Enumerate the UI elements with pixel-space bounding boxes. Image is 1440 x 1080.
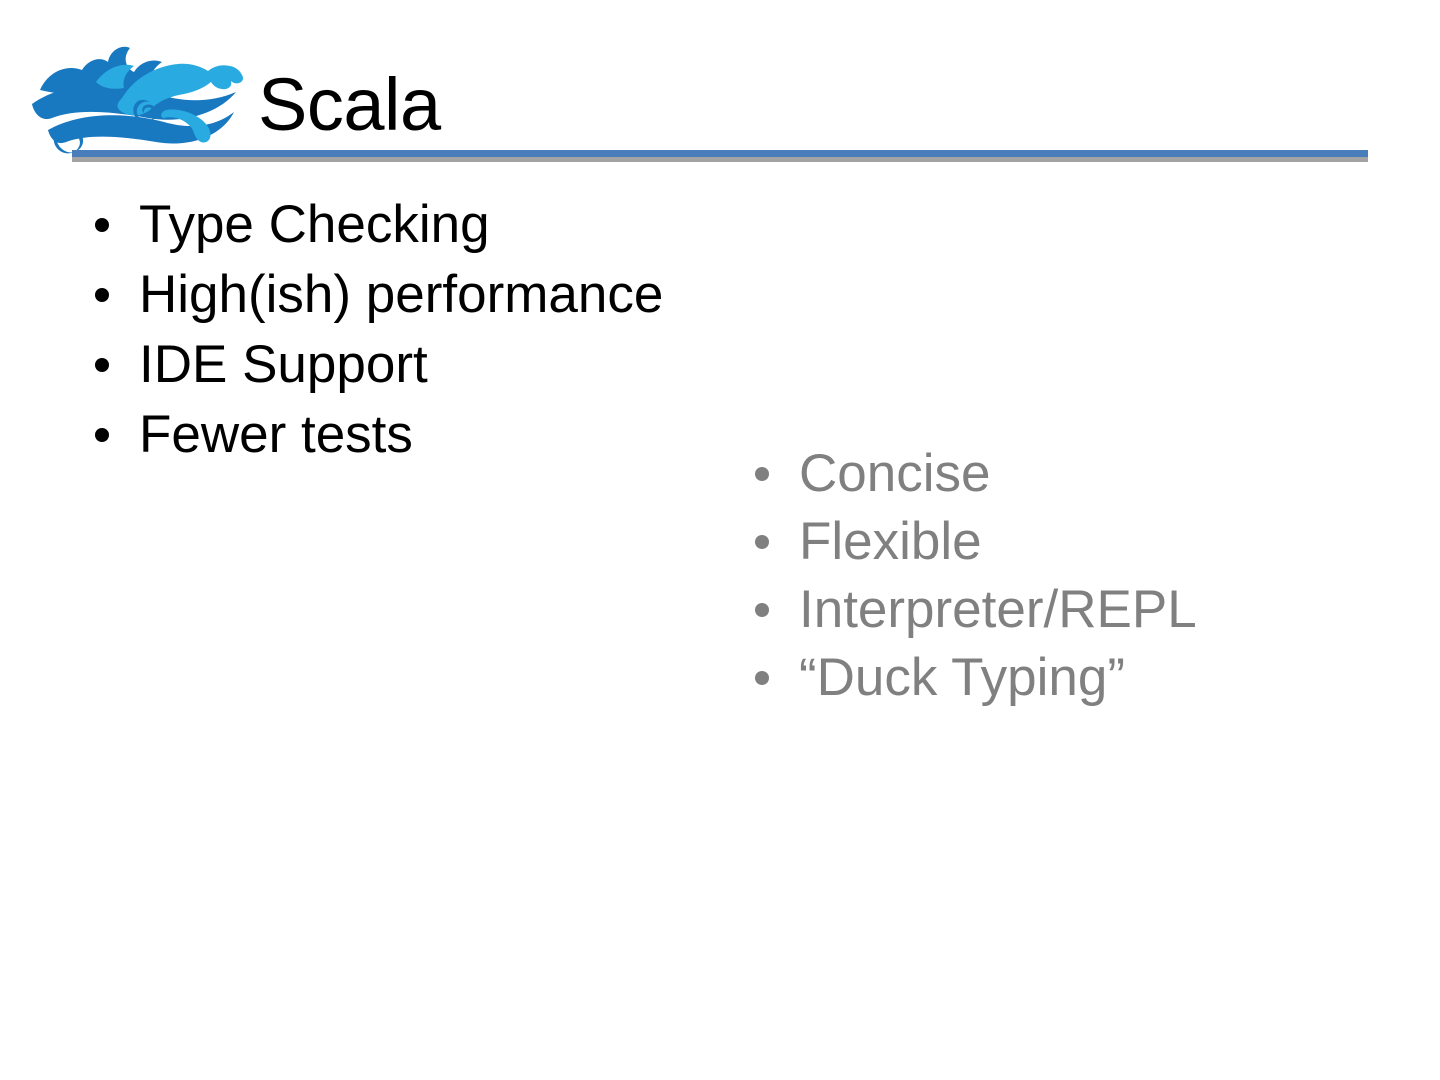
bullet-icon (755, 671, 769, 685)
list-item-label: IDE Support (139, 335, 428, 394)
scala-logo-icon (22, 38, 252, 156)
list-item-label: Interpreter/REPL (799, 580, 1197, 639)
list-item: Interpreter/REPL (737, 576, 1197, 644)
list-item: High(ish) performance (77, 260, 663, 330)
list-item-label: Type Checking (139, 195, 490, 254)
title-divider-line (72, 150, 1368, 157)
list-item: IDE Support (77, 330, 663, 400)
list-item-label: “Duck Typing” (799, 648, 1125, 707)
slide-header: Scala (0, 0, 1440, 170)
list-item: Fewer tests (77, 400, 663, 470)
list-item-label: Concise (799, 444, 991, 503)
bullet-icon (95, 428, 109, 442)
bullet-icon (755, 535, 769, 549)
primary-bullet-list: Type Checking High(ish) performance IDE … (77, 190, 663, 470)
bullet-icon (95, 358, 109, 372)
bullet-icon (95, 288, 109, 302)
list-item: Concise (737, 440, 1197, 508)
bullet-icon (755, 467, 769, 481)
list-item: Flexible (737, 508, 1197, 576)
bullet-icon (95, 218, 109, 232)
bullet-icon (755, 603, 769, 617)
list-item-label: Fewer tests (139, 405, 413, 464)
page-title: Scala (258, 63, 441, 146)
list-item: “Duck Typing” (737, 644, 1197, 712)
secondary-bullet-list: Concise Flexible Interpreter/REPL “Duck … (737, 440, 1197, 712)
title-divider-shadow (72, 157, 1368, 162)
list-item-label: Flexible (799, 512, 982, 571)
list-item-label: High(ish) performance (139, 265, 664, 324)
list-item: Type Checking (77, 190, 663, 260)
